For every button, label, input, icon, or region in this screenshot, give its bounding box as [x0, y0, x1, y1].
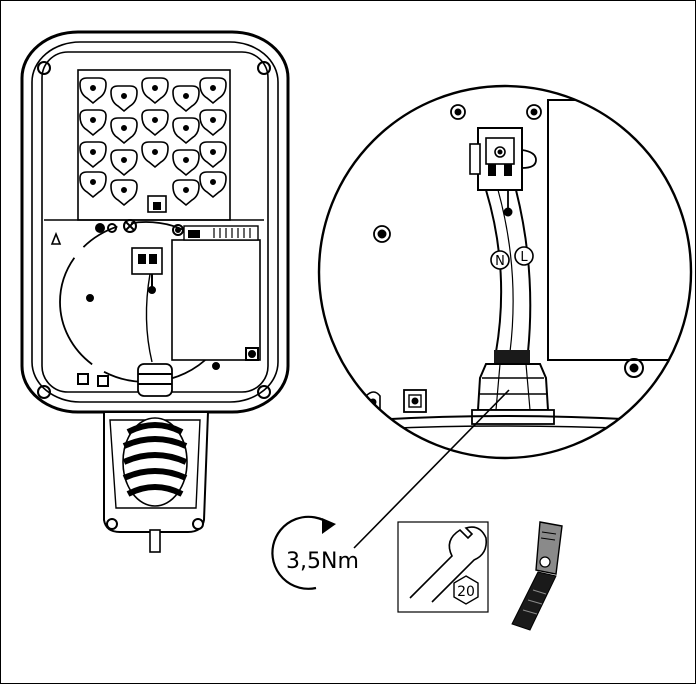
wire-label-n: N	[490, 250, 510, 270]
wrench-box: 20	[397, 521, 489, 613]
rotation-arrow	[271, 515, 331, 590]
hex-nut-icon	[453, 575, 479, 605]
wrench-icon	[409, 526, 488, 603]
arrow-head-icon	[322, 518, 336, 534]
torque-label: 3,5Nm	[286, 549, 359, 574]
cable-gland-small	[137, 363, 173, 397]
detail-zoom: N L	[317, 84, 693, 460]
zoom-circle	[317, 84, 693, 460]
luminaire	[20, 30, 290, 553]
wire-label-l-text: L	[520, 250, 528, 265]
torque-wrench-icon	[511, 521, 563, 631]
leader-line	[353, 389, 510, 549]
wire-label-n-text: N	[495, 254, 505, 269]
torque-callout: 3,5Nm	[271, 389, 510, 590]
wrench-size-label: 20	[457, 584, 475, 600]
wire-label-l: L	[514, 246, 534, 266]
